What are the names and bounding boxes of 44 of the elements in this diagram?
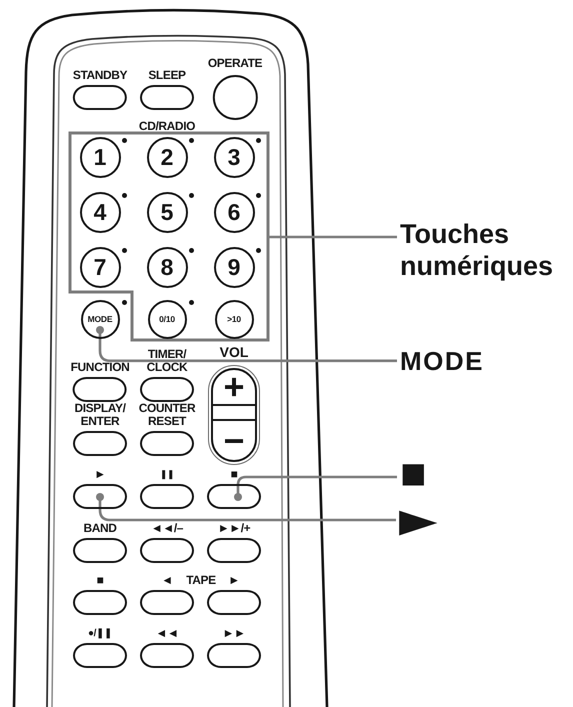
round-key: 3 bbox=[214, 136, 254, 178]
round-key: 2 bbox=[146, 136, 188, 178]
callout-symbol: ► bbox=[399, 494, 438, 544]
key-label: STANDBY bbox=[72, 69, 128, 82]
key-label: ■ bbox=[230, 468, 238, 481]
round-key: 7 bbox=[80, 246, 120, 288]
key-label: DISPLAY/ ENTER bbox=[73, 402, 127, 428]
round-key: 8 bbox=[146, 246, 188, 288]
callout-label: MODE bbox=[400, 346, 484, 376]
key-label: SLEEP bbox=[148, 69, 186, 82]
key-label: ●/❚❚ bbox=[88, 627, 112, 640]
round-key: 5 bbox=[146, 192, 188, 232]
round-key: 1 bbox=[80, 136, 120, 178]
round-key: 6 bbox=[214, 192, 254, 232]
leader-line bbox=[269, 236, 397, 238]
key-label: ►►/+ bbox=[218, 522, 250, 535]
round-key: 9 bbox=[214, 246, 254, 288]
round-key: 4 bbox=[80, 192, 120, 232]
leader-line bbox=[234, 476, 397, 501]
key-label: TIMER/ CLOCK bbox=[146, 348, 188, 374]
key-label: ◄◄/– bbox=[150, 522, 184, 535]
rocker-sign: + bbox=[223, 372, 245, 402]
key-label: ►► bbox=[222, 627, 246, 640]
key-label: ❚❚ bbox=[160, 468, 174, 481]
key-label: VOL bbox=[220, 345, 248, 359]
key-label: BAND bbox=[83, 522, 117, 535]
key-label: ◄◄ bbox=[156, 627, 178, 640]
callout-symbol: ■ bbox=[400, 451, 427, 497]
key-label: ► bbox=[94, 468, 106, 481]
round-key: MODE bbox=[80, 300, 120, 338]
key-label: ■ bbox=[96, 574, 104, 587]
round-key: 0/10 bbox=[148, 300, 186, 338]
leader-line bbox=[96, 326, 397, 362]
key-label: ► bbox=[228, 574, 240, 587]
key-label: COUNTER RESET bbox=[138, 402, 196, 428]
key-label: FUNCTION bbox=[70, 361, 130, 374]
callout-label: Touches numériques bbox=[400, 218, 572, 282]
leader-line bbox=[96, 493, 396, 522]
key-label: OPERATE bbox=[208, 57, 262, 70]
rocker-sign: − bbox=[223, 426, 245, 456]
key-label: CD/RADIO bbox=[138, 120, 196, 133]
key-label: TAPE bbox=[186, 574, 216, 587]
round-key: >10 bbox=[214, 300, 254, 338]
key-label: ◄ bbox=[161, 574, 173, 587]
